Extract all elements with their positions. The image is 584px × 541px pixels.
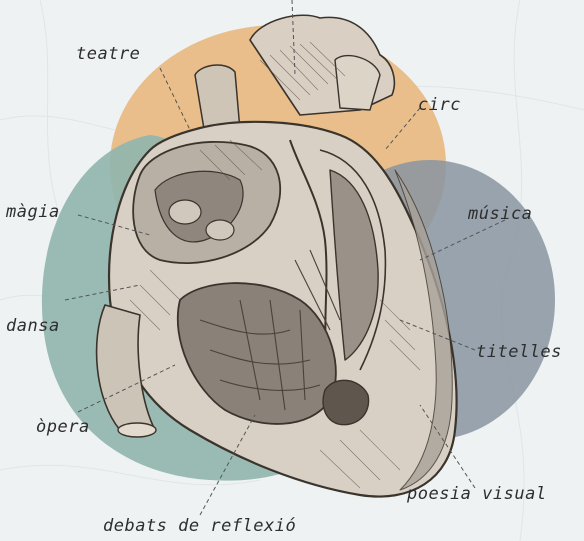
label-titelles: titelles (476, 342, 562, 362)
label-dansa: dansa (6, 316, 60, 336)
label-opera: òpera (36, 417, 90, 437)
label-circ: circ (418, 95, 461, 115)
label-debats: debats de reflexió (103, 516, 296, 536)
label-teatre: teatre (76, 44, 140, 64)
label-magia: màgia (6, 202, 60, 222)
label-poesia-visual: poesia visual (407, 484, 547, 504)
label-musica: música (468, 204, 532, 224)
